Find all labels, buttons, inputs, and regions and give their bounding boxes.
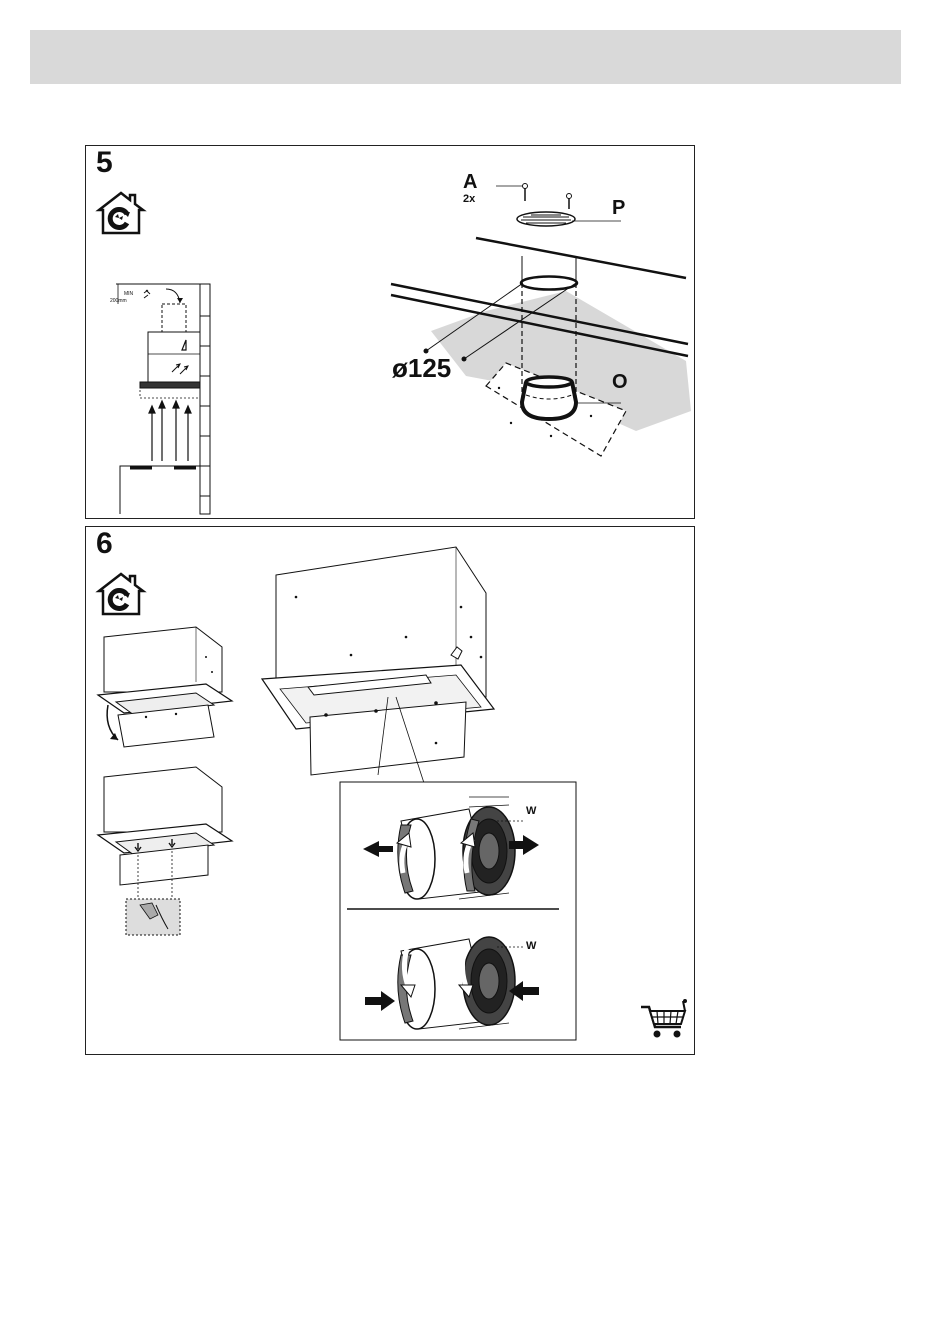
label-w-bottom: W bbox=[526, 941, 536, 952]
label-p: P bbox=[612, 198, 625, 218]
step-6-number: 6 bbox=[96, 529, 113, 559]
label-a: A bbox=[463, 172, 477, 192]
ceiling-duct-diagram bbox=[386, 171, 706, 461]
step-5-number: 5 bbox=[96, 148, 113, 178]
motor-detail-box bbox=[339, 781, 579, 1043]
step-6-panel: 6 bbox=[85, 526, 695, 1055]
recirculation-house-icon bbox=[96, 190, 146, 236]
min-distance-label: 200mm bbox=[110, 298, 127, 304]
hood-large-view-diagram bbox=[256, 547, 496, 777]
duct-diameter-label: ø125 bbox=[392, 355, 451, 381]
step-5-panel: 5 MIN 200mm bbox=[85, 145, 695, 519]
hood-side-view-diagram: MIN 200mm bbox=[96, 276, 236, 516]
hood-panel-open-diagram bbox=[96, 627, 231, 752]
label-a-quantity: 2x bbox=[463, 194, 475, 205]
header-bar bbox=[30, 30, 901, 84]
shopping-cart-icon bbox=[639, 999, 689, 1041]
label-o: O bbox=[612, 372, 628, 392]
label-w-top: W bbox=[526, 806, 536, 817]
hood-panel-release-diagram bbox=[96, 767, 231, 937]
recirculation-house-icon bbox=[96, 571, 146, 617]
min-label: MIN bbox=[124, 291, 134, 297]
